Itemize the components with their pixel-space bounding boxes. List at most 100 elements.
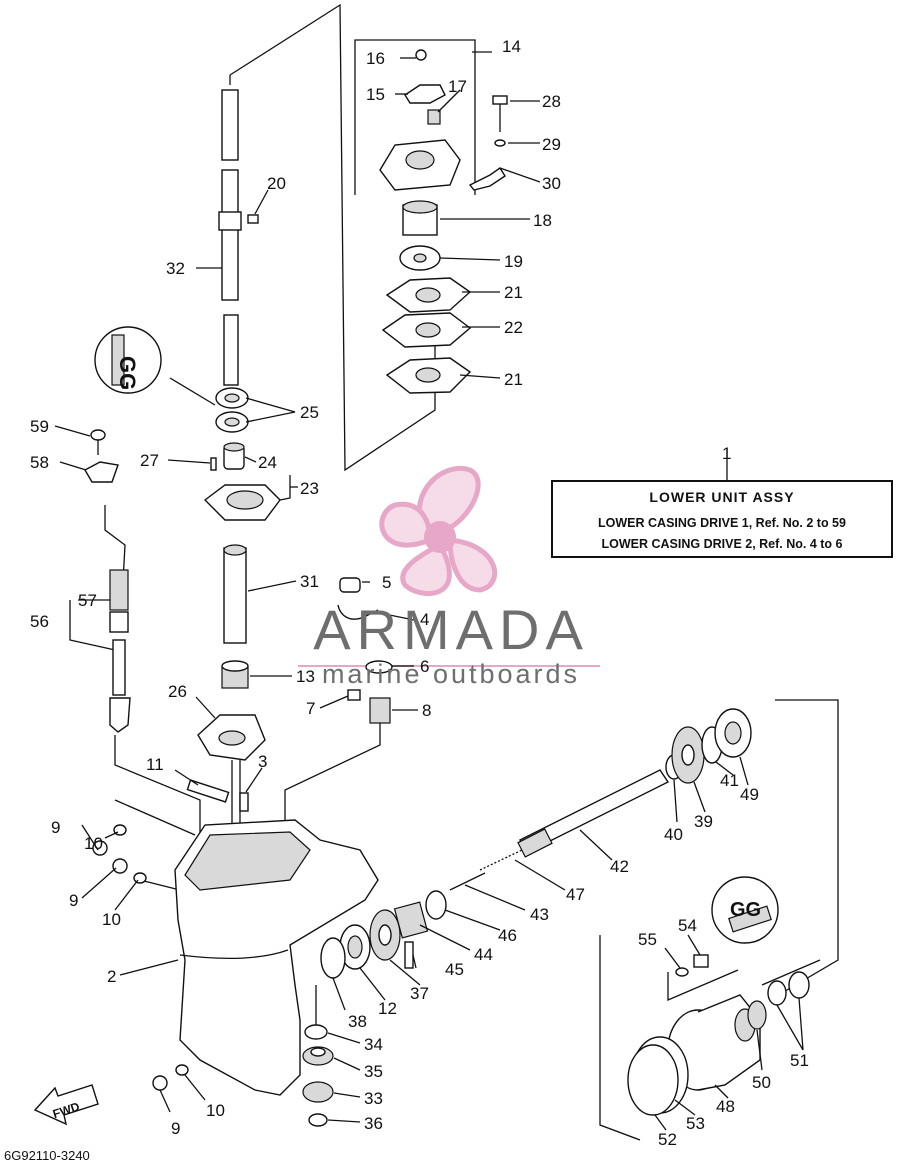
callout-10-b: 10 xyxy=(102,910,121,929)
pinion-33 xyxy=(302,1081,334,1103)
callout-14: 14 xyxy=(502,37,521,56)
reverse-gear-37 xyxy=(369,909,401,961)
gasket-26 xyxy=(197,714,266,761)
seal-detail-circle-lower xyxy=(711,876,779,944)
catalog-code: 6G92110-3240 xyxy=(4,1148,90,1163)
callout-42: 42 xyxy=(610,857,629,876)
washer-10-c xyxy=(175,1064,189,1076)
callout-31: 31 xyxy=(300,572,319,591)
seal-symbol-upper: GG xyxy=(115,356,140,390)
callout-45: 45 xyxy=(445,960,464,979)
bolt-9-c xyxy=(152,1075,168,1091)
callout-23: 23 xyxy=(300,479,319,498)
bearing-12 xyxy=(339,924,371,970)
pin-27 xyxy=(210,457,217,471)
callout-2: 2 xyxy=(107,967,116,986)
callout-53: 53 xyxy=(686,1114,705,1133)
callout-28: 28 xyxy=(542,92,561,111)
watermark-brand: ARMADA marine outboards xyxy=(296,598,606,689)
callout-19: 19 xyxy=(504,252,523,271)
callout-5: 5 xyxy=(382,573,391,592)
callout-numbers: 1 2 3 4 5 6 7 8 9 9 9 10 10 10 11 12 13 … xyxy=(30,37,809,1149)
callout-17: 17 xyxy=(448,77,467,96)
callout-16: 16 xyxy=(366,49,385,68)
drive-shaft xyxy=(218,89,242,386)
callout-40: 40 xyxy=(664,825,683,844)
callout-48: 48 xyxy=(716,1097,735,1116)
watermark-propeller-icon xyxy=(379,466,498,597)
damper-8 xyxy=(369,697,391,724)
callout-56: 56 xyxy=(30,612,49,631)
callout-54: 54 xyxy=(678,916,697,935)
callout-30: 30 xyxy=(542,174,561,193)
pin-45 xyxy=(404,941,414,969)
callout-35: 35 xyxy=(364,1062,383,1081)
assembly-line-1: LOWER CASING DRIVE 1, Ref. No. 2 to 59 xyxy=(598,516,846,530)
callout-51: 51 xyxy=(790,1051,809,1070)
shift-plunger-43 xyxy=(449,872,486,891)
callout-20: 20 xyxy=(267,174,286,193)
callout-55: 55 xyxy=(638,930,657,949)
callout-44: 44 xyxy=(474,945,493,964)
callout-25: 25 xyxy=(300,403,319,422)
callout-12: 12 xyxy=(378,999,397,1018)
callout-leaders xyxy=(54,57,804,1131)
shift-rod-56 xyxy=(104,505,131,733)
callout-10-a: 10 xyxy=(84,834,103,853)
callout-15: 15 xyxy=(366,85,385,104)
watermark-name: ARMADA xyxy=(313,598,589,661)
bolt-28 xyxy=(492,95,508,132)
callout-46: 46 xyxy=(498,926,517,945)
callout-7: 7 xyxy=(306,699,315,718)
bolt-9-b xyxy=(112,858,128,874)
washer-10-b xyxy=(133,872,147,884)
dog-clutch-44 xyxy=(393,901,429,939)
water-pump-assembly-14 xyxy=(379,49,461,191)
water-tube-31 xyxy=(223,544,247,644)
clip-46 xyxy=(425,890,447,920)
callout-38: 38 xyxy=(348,1012,367,1031)
callout-33: 33 xyxy=(364,1089,383,1108)
callout-6: 6 xyxy=(420,657,429,676)
needle-bearing-13 xyxy=(221,660,249,689)
propeller-shaft-42 xyxy=(517,769,670,858)
callout-43: 43 xyxy=(530,905,549,924)
bushing-24 xyxy=(223,442,245,470)
grommet-4 xyxy=(337,604,379,620)
callout-36: 36 xyxy=(364,1114,383,1133)
callout-9-a: 9 xyxy=(51,818,60,837)
callout-9-c: 9 xyxy=(171,1119,180,1138)
callout-22: 22 xyxy=(504,318,523,337)
callout-57: 57 xyxy=(78,591,97,610)
callout-26: 26 xyxy=(168,682,187,701)
assembly-info-box: LOWER UNIT ASSY LOWER CASING DRIVE 1, Re… xyxy=(551,480,893,558)
callout-11: 11 xyxy=(146,755,164,774)
callout-50: 50 xyxy=(752,1073,771,1092)
callout-34: 34 xyxy=(364,1035,383,1054)
taper-bearing-49 xyxy=(714,708,752,758)
retainer-23 xyxy=(203,484,281,521)
callout-4: 4 xyxy=(420,610,429,629)
callout-8: 8 xyxy=(422,701,431,720)
collar-6 xyxy=(365,660,393,674)
washer-55 xyxy=(675,967,689,977)
callout-41: 41 xyxy=(720,771,739,790)
callout-47: 47 xyxy=(566,885,585,904)
shim-34 xyxy=(304,1024,328,1040)
callout-37: 37 xyxy=(410,984,429,1003)
forward-gear-39 xyxy=(671,726,705,784)
bolt-7 xyxy=(347,689,361,701)
insert-cartridge-18 xyxy=(402,200,438,236)
pin-20 xyxy=(247,214,259,224)
callout-3: 3 xyxy=(258,752,267,771)
shift-rod-lever-58 xyxy=(84,461,119,483)
callout-10-c: 10 xyxy=(206,1101,225,1120)
shim-38 xyxy=(320,937,346,979)
needle-bearing-50 xyxy=(747,1000,767,1030)
impeller-19 xyxy=(399,245,441,271)
callout-13: 13 xyxy=(296,667,315,686)
bolt-54 xyxy=(693,954,709,968)
washer-29 xyxy=(494,139,506,147)
